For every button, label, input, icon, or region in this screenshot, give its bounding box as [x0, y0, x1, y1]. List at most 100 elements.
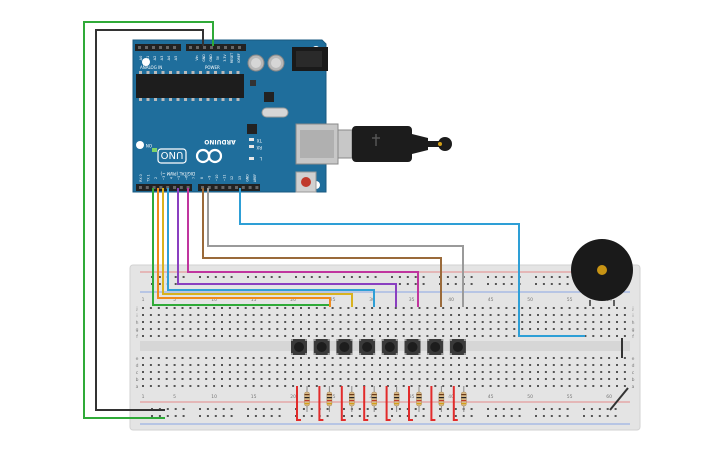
- hole[interactable]: [552, 357, 555, 359]
- hole[interactable]: [371, 321, 374, 323]
- hole[interactable]: [189, 307, 192, 309]
- hole[interactable]: [379, 378, 381, 380]
- hole[interactable]: [434, 378, 437, 380]
- hole[interactable]: [268, 364, 271, 366]
- hole[interactable]: [513, 321, 516, 323]
- hole[interactable]: [442, 321, 445, 323]
- hole[interactable]: [260, 357, 263, 359]
- hole[interactable]: [331, 385, 334, 387]
- rail-hole[interactable]: [550, 283, 553, 285]
- hole[interactable]: [584, 328, 587, 330]
- hole[interactable]: [623, 314, 626, 316]
- hole[interactable]: [284, 385, 287, 387]
- hole[interactable]: [189, 385, 192, 387]
- hole[interactable]: [442, 378, 445, 380]
- hole[interactable]: [379, 357, 381, 359]
- hole[interactable]: [592, 314, 595, 316]
- rail-hole[interactable]: [174, 283, 177, 285]
- hole[interactable]: [228, 357, 231, 359]
- hole[interactable]: [505, 321, 508, 323]
- hole[interactable]: [544, 314, 547, 316]
- header-pin[interactable]: [152, 46, 155, 49]
- hole[interactable]: [157, 328, 160, 330]
- hole[interactable]: [473, 371, 476, 373]
- hole[interactable]: [473, 335, 476, 337]
- hole[interactable]: [394, 364, 397, 366]
- hole[interactable]: [284, 321, 287, 323]
- hole[interactable]: [450, 357, 453, 359]
- hole[interactable]: [221, 371, 223, 373]
- rail-hole[interactable]: [222, 276, 225, 278]
- hole[interactable]: [323, 328, 326, 330]
- hole[interactable]: [300, 364, 302, 366]
- hole[interactable]: [600, 371, 603, 373]
- hole[interactable]: [363, 314, 366, 316]
- hole[interactable]: [489, 357, 492, 359]
- hole[interactable]: [339, 378, 342, 380]
- hole[interactable]: [307, 364, 310, 366]
- hole[interactable]: [402, 357, 405, 359]
- hole[interactable]: [402, 378, 405, 380]
- hole[interactable]: [560, 357, 563, 359]
- hole[interactable]: [331, 307, 334, 309]
- rail-hole[interactable]: [406, 415, 409, 417]
- hole[interactable]: [505, 307, 508, 309]
- header-pin[interactable]: [152, 186, 156, 189]
- rail-hole[interactable]: [487, 408, 489, 410]
- hole[interactable]: [181, 314, 184, 316]
- hole[interactable]: [363, 364, 366, 366]
- rail-hole[interactable]: [270, 408, 273, 410]
- hole[interactable]: [323, 364, 326, 366]
- header-pin[interactable]: [217, 46, 220, 49]
- wire-buzzer-blue[interactable]: [239, 188, 585, 337]
- hole[interactable]: [221, 307, 223, 309]
- hole[interactable]: [260, 314, 263, 316]
- hole[interactable]: [426, 314, 429, 316]
- hole[interactable]: [221, 321, 223, 323]
- hole[interactable]: [513, 364, 516, 366]
- hole[interactable]: [450, 364, 453, 366]
- hole[interactable]: [473, 357, 476, 359]
- hole[interactable]: [307, 321, 310, 323]
- rail-hole[interactable]: [422, 283, 425, 285]
- push-button[interactable]: [404, 339, 421, 355]
- rail-hole[interactable]: [590, 408, 593, 410]
- hole[interactable]: [616, 321, 618, 323]
- hole[interactable]: [323, 357, 326, 359]
- hole[interactable]: [600, 314, 603, 316]
- header-pin[interactable]: [224, 46, 227, 49]
- hole[interactable]: [181, 335, 184, 337]
- hole[interactable]: [489, 321, 492, 323]
- hole[interactable]: [355, 328, 358, 330]
- hole[interactable]: [497, 314, 500, 316]
- hole[interactable]: [228, 364, 231, 366]
- hole[interactable]: [221, 357, 223, 359]
- hole[interactable]: [584, 378, 587, 380]
- hole[interactable]: [173, 335, 176, 337]
- rail-hole[interactable]: [414, 283, 417, 285]
- hole[interactable]: [544, 321, 547, 323]
- hole[interactable]: [473, 364, 476, 366]
- hole[interactable]: [552, 385, 555, 387]
- hole[interactable]: [371, 371, 374, 373]
- hole[interactable]: [331, 371, 334, 373]
- hole[interactable]: [300, 335, 302, 337]
- hole[interactable]: [157, 321, 160, 323]
- rail-hole[interactable]: [398, 283, 401, 285]
- hole[interactable]: [584, 364, 587, 366]
- rail-hole[interactable]: [422, 415, 425, 417]
- hole[interactable]: [323, 314, 326, 316]
- hole[interactable]: [142, 378, 144, 380]
- rail-hole[interactable]: [302, 276, 305, 278]
- hole[interactable]: [410, 321, 413, 323]
- hole[interactable]: [260, 378, 263, 380]
- hole[interactable]: [450, 378, 453, 380]
- hole[interactable]: [576, 328, 579, 330]
- hole[interactable]: [236, 314, 239, 316]
- rail-hole[interactable]: [550, 276, 553, 278]
- hole[interactable]: [173, 321, 176, 323]
- hole[interactable]: [576, 385, 579, 387]
- hole[interactable]: [371, 378, 374, 380]
- header-pin[interactable]: [241, 186, 245, 189]
- rail-hole[interactable]: [391, 415, 393, 417]
